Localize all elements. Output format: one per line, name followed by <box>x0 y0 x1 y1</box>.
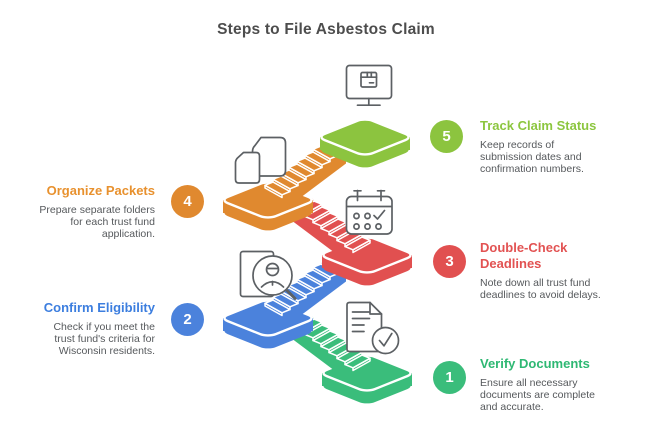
staircase-layer <box>223 118 412 404</box>
step-title: Track Claim Status <box>480 118 597 133</box>
step-number-badge-1: 1 <box>433 361 466 394</box>
step-number-badge-5: 5 <box>430 120 463 153</box>
step-number-badge-4: 4 <box>171 185 204 218</box>
step-block-5: Track Claim Status Keep records of submi… <box>480 118 608 175</box>
monitor-package-icon <box>345 64 393 107</box>
step-number-badge-3: 3 <box>433 245 466 278</box>
document-check-icon <box>346 301 400 355</box>
step-title: Verify Documents <box>480 356 590 371</box>
step-block-2: Confirm Eligibility Check if you meet th… <box>33 300 155 357</box>
platform <box>320 118 410 168</box>
calendar-check-icon <box>345 189 393 235</box>
page-title: Steps to File Asbestos Claim <box>217 21 435 38</box>
step-number-badge-2: 2 <box>171 303 204 336</box>
step-description: Prepare separate folders for each trust … <box>39 204 155 240</box>
icons-layer <box>234 64 400 355</box>
step-title: Organize Packets <box>46 183 155 198</box>
step-block-3: Double-Check Deadlines Note down all tru… <box>480 240 612 301</box>
person-search-icon <box>239 250 297 300</box>
copies-icon <box>234 136 287 184</box>
stairs-flight <box>264 139 347 212</box>
step-block-1: Verify Documents Ensure all necessary do… <box>480 356 608 413</box>
step-description: Ensure all necessary documents are compl… <box>480 377 595 413</box>
step-title: Double-Check Deadlines <box>480 240 568 271</box>
step-description: Check if you meet the trust fund's crite… <box>53 321 155 357</box>
step-block-4: Organize Packets Prepare separate folder… <box>33 183 155 240</box>
step-description: Note down all trust fund deadlines to av… <box>480 277 601 301</box>
step-description: Keep records of submission dates and con… <box>480 139 584 175</box>
step-title: Confirm Eligibility <box>43 300 155 315</box>
